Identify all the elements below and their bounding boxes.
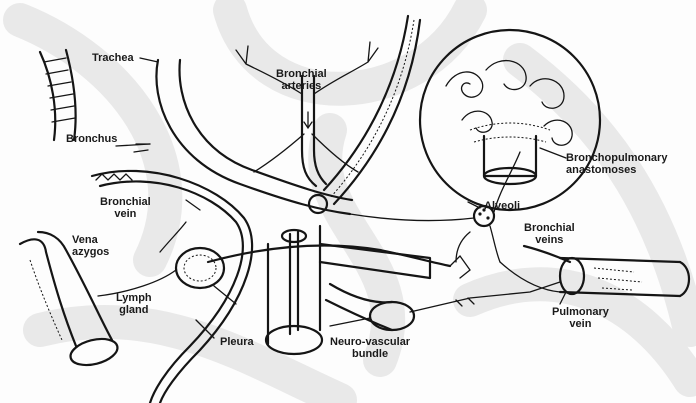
label-neurovascular-bundle: Neuro-vascular bundle <box>330 336 410 360</box>
label-lymph-gland: Lymph gland <box>116 292 152 316</box>
label-bronchopulmonary-line1: Bronchopulmonary <box>566 152 667 164</box>
label-bronchial-vein-left-line2: vein <box>100 208 151 220</box>
label-alveoli: Alveoli <box>484 200 520 212</box>
label-pulmonary-vein: Pulmonary vein <box>552 306 609 330</box>
label-bronchial-veins-right-line1: Bronchial <box>524 222 575 234</box>
label-pulmonary-vein-line2: vein <box>552 318 609 330</box>
label-lymph-gland-line1: Lymph <box>116 292 152 304</box>
label-bronchial-vein-left: Bronchial vein <box>100 196 151 220</box>
label-pulmonary-vein-line1: Pulmonary <box>552 306 609 318</box>
label-bronchial-arteries-line2: arteries <box>276 80 327 92</box>
label-lymph-gland-line2: gland <box>116 304 152 316</box>
label-neurovascular-line2: bundle <box>330 348 410 360</box>
label-vena-azygos-line1: Vena <box>72 234 109 246</box>
label-bronchial-arteries: Bronchial arteries <box>276 68 327 92</box>
label-trachea: Trachea <box>92 52 134 64</box>
trachea-structure <box>40 50 76 140</box>
label-bronchial-veins-right-line2: veins <box>524 234 575 246</box>
label-pleura: Pleura <box>220 336 254 348</box>
label-bronchial-arteries-line1: Bronchial <box>276 68 327 80</box>
label-bronchus: Bronchus <box>66 133 117 145</box>
label-vena-azygos: Vena azygos <box>72 234 109 258</box>
label-neurovascular-line1: Neuro-vascular <box>330 336 410 348</box>
label-vena-azygos-line2: azygos <box>72 246 109 258</box>
label-bronchial-vein-left-line1: Bronchial <box>100 196 151 208</box>
label-bronchopulmonary-anastomoses: Bronchopulmonary anastomoses <box>566 152 667 176</box>
label-bronchopulmonary-line2: anastomoses <box>566 164 667 176</box>
label-bronchial-veins-right: Bronchial veins <box>524 222 575 246</box>
